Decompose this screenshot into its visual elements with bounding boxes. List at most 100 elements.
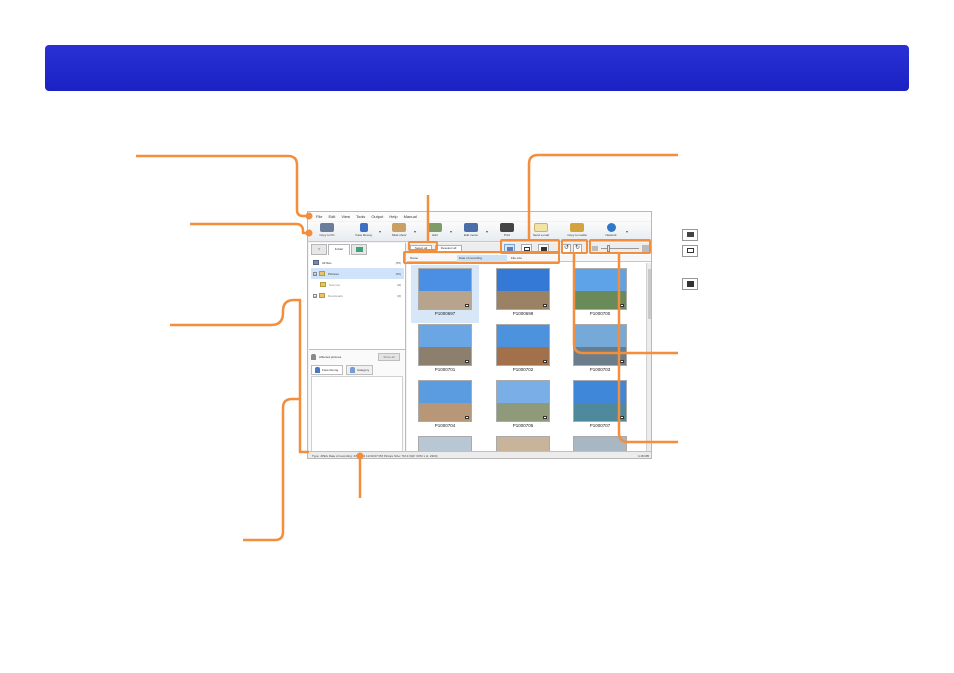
- show-all-button[interactable]: Show all: [378, 353, 400, 361]
- thumbnail-item[interactable]: [489, 433, 557, 451]
- photo-thumbnail: [496, 380, 550, 422]
- menu-file[interactable]: File: [316, 214, 323, 219]
- tree-item-downloads[interactable]: + Downloads (0): [313, 293, 401, 298]
- network-button[interactable]: Network: [596, 223, 626, 241]
- face-recognition-panel: Affected pictures Show all Face Recog. C…: [309, 349, 405, 458]
- sort-header: Name Date of recording File size: [407, 255, 651, 262]
- checkbox-icon: [620, 416, 624, 419]
- callout-view-mode: [527, 153, 678, 239]
- folder-icon: [320, 282, 326, 287]
- folder-tree: All files (55) − Pictures (55) Summer (0…: [311, 257, 404, 301]
- tree-item-all-files[interactable]: All files (55): [311, 257, 404, 268]
- photo-thumbnail: [418, 436, 472, 451]
- slider-highlight: [589, 239, 651, 254]
- print-button[interactable]: Print: [492, 223, 522, 241]
- thumbnail-item[interactable]: P1000702: [489, 321, 557, 379]
- photo-thumbnail: [496, 268, 550, 310]
- copy-to-pc-button[interactable]: Copy to PC: [312, 223, 342, 241]
- photo-thumbnail: [496, 436, 550, 451]
- stack-icon: [313, 260, 319, 265]
- network-dropdown-icon[interactable]: ▾: [626, 229, 629, 234]
- thumbnail-item[interactable]: P1000704: [411, 377, 479, 435]
- thumbnail-item[interactable]: P1000705: [489, 377, 557, 435]
- network-icon: [606, 223, 616, 232]
- left-pane: ▽ Folder All files (55) − Pictures (55) …: [309, 243, 406, 458]
- thumbnail-item[interactable]: P1000707: [566, 377, 634, 435]
- callout-rotate: [572, 254, 678, 355]
- sort-by-date[interactable]: Date of recording: [457, 255, 507, 262]
- slider-handle[interactable]: [607, 245, 610, 252]
- filter-icon: ▽: [317, 247, 321, 251]
- edit-dropdown-icon[interactable]: ▾: [450, 229, 453, 234]
- collapse-icon[interactable]: −: [313, 271, 317, 276]
- edit-movie-button[interactable]: Edit movie: [456, 223, 486, 241]
- sort-header-highlight: [403, 251, 560, 264]
- single-view-legend-icon: [682, 245, 698, 257]
- thumbnail-item[interactable]: P1000701: [411, 321, 479, 379]
- callout-left-pane: [170, 298, 309, 454]
- callout-slider: [617, 254, 678, 444]
- vertical-scrollbar[interactable]: [646, 263, 651, 457]
- tree-item-summer[interactable]: Summer (0): [311, 279, 404, 290]
- selection-toolbar: Select all Deselect all ↺ ↻: [407, 243, 651, 254]
- menu-tools[interactable]: Tools: [355, 214, 366, 219]
- thumbnail-item[interactable]: P1000697: [411, 265, 479, 323]
- checkbox-icon: [543, 360, 547, 363]
- single-view-icon: [523, 246, 530, 251]
- tab-calendar[interactable]: [351, 244, 367, 255]
- callout-toolbar: [190, 222, 309, 235]
- copy-to-media-button[interactable]: Copy to media: [562, 223, 592, 241]
- callout-menu-bar: [136, 154, 309, 218]
- thumbnail-size-slider[interactable]: [601, 248, 639, 249]
- print-icon: [500, 223, 514, 232]
- menu-manual[interactable]: Manual: [403, 214, 417, 219]
- send-email-button[interactable]: Send e-mail: [526, 223, 556, 241]
- face-panel-tabs: Face Recog. Category: [311, 365, 374, 375]
- photo-thumbnail: [573, 436, 627, 451]
- edit-button[interactable]: Edit: [420, 223, 450, 241]
- face-panel-header: Affected pictures Show all: [311, 352, 403, 362]
- thumbnail-item[interactable]: P1000700: [566, 265, 634, 323]
- calendar-icon: [355, 247, 363, 252]
- expand-icon[interactable]: +: [313, 293, 317, 298]
- copy-to-media-icon: [570, 223, 584, 232]
- tab-category[interactable]: Category: [346, 365, 374, 375]
- folder-icon: [319, 271, 325, 276]
- toolbar: Copy to PC Face Recog. ▾ Slide show ▾ Ed…: [308, 222, 651, 242]
- tab-folder[interactable]: Folder: [328, 244, 350, 255]
- menu-view[interactable]: View: [341, 214, 350, 219]
- face-recognition-dropdown-icon[interactable]: ▾: [379, 229, 382, 234]
- menu-edit[interactable]: Edit: [328, 214, 336, 219]
- photo-thumbnail: [573, 268, 627, 310]
- menu-bar: File Edit View Tools Output Help Manual: [308, 212, 651, 221]
- tab-face-recognition[interactable]: Face Recog.: [311, 365, 344, 375]
- person-icon: [311, 354, 316, 360]
- scrollbar-thumb[interactable]: [648, 269, 651, 319]
- rotate-left-icon: ↺: [563, 245, 570, 251]
- category-icon: [350, 367, 356, 373]
- thumbnail-item[interactable]: [411, 433, 479, 451]
- left-pane-tabs: ▽ Folder: [311, 244, 367, 255]
- tree-item-pictures[interactable]: − Pictures (55): [311, 268, 404, 279]
- face-recognition-button[interactable]: Face Recog.: [349, 223, 379, 241]
- menu-output[interactable]: Output: [371, 214, 384, 219]
- status-info: Type: JPEG Date of recording: 4/5/2010 1…: [312, 454, 438, 458]
- menu-help[interactable]: Help: [389, 214, 398, 219]
- thumbnail-view-icon: [506, 246, 513, 251]
- slide-show-dropdown-icon[interactable]: ▾: [414, 229, 417, 234]
- compare-view-legend-icon: [682, 278, 698, 290]
- sort-by-file-size[interactable]: File size: [511, 256, 523, 260]
- callout-face-panel: [243, 397, 300, 542]
- photo-thumbnail: [573, 380, 627, 422]
- checkbox-icon: [620, 304, 624, 307]
- view-mode-highlight: [500, 239, 560, 254]
- sort-by-name[interactable]: Name: [410, 256, 419, 260]
- thumbnail-item[interactable]: [566, 433, 634, 451]
- slide-show-button[interactable]: Slide show: [384, 223, 414, 241]
- selection-buttons-highlight: [408, 241, 438, 251]
- status-bar: Type: JPEG Date of recording: 4/5/2010 1…: [308, 451, 651, 458]
- edit-movie-dropdown-icon[interactable]: ▾: [486, 229, 489, 234]
- tab-filter[interactable]: ▽: [311, 244, 327, 255]
- thumbnail-item[interactable]: P1000698: [489, 265, 557, 323]
